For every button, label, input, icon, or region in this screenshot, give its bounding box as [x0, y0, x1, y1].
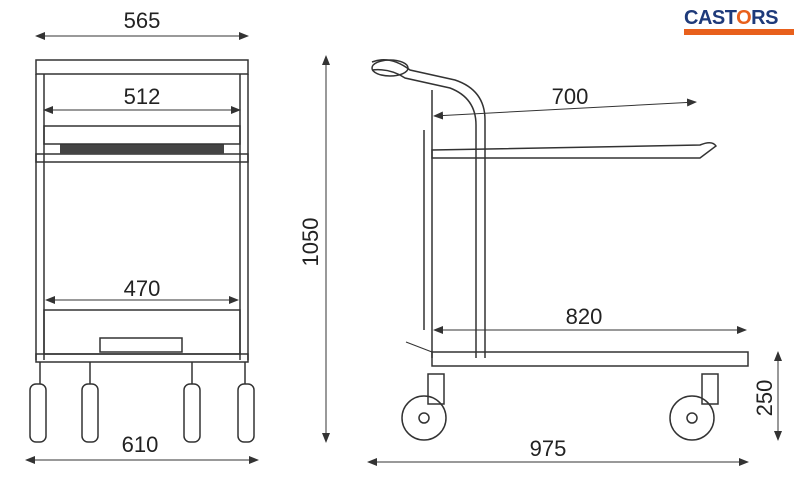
dim-label-upper-shelf-side: 700	[552, 84, 589, 109]
side-wheels	[401, 373, 719, 441]
dim-label-upper-shelf-front: 512	[124, 84, 161, 109]
front-casters	[29, 362, 255, 443]
dim-label-height: 1050	[298, 218, 323, 267]
dim-label-lower-shelf-front: 470	[124, 276, 161, 301]
castors-logo: CASTORS	[684, 8, 794, 35]
dim-label-base-width: 610	[122, 432, 159, 457]
dim-label-lower-shelf-side: 820	[566, 304, 603, 329]
side-view: 1050 700 820 250 975	[298, 55, 782, 466]
front-view: 565 512 470 610	[25, 8, 259, 464]
dim-label-deck-height: 250	[752, 380, 777, 417]
dim-label-top-width: 565	[124, 8, 161, 33]
dim-label-total-length: 975	[530, 436, 567, 461]
